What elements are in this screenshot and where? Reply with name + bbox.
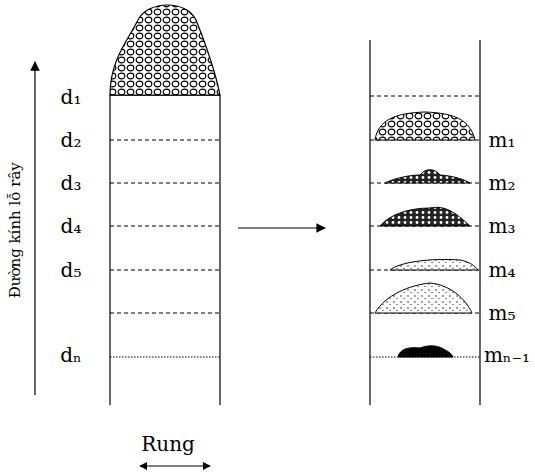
retained-pile — [390, 259, 478, 270]
sieve-size: d₃ — [61, 172, 82, 194]
axis-label: Đường kính lỗ rây — [7, 162, 24, 298]
sieve-size: d₁ — [61, 86, 82, 108]
process-arrow — [238, 227, 325, 228]
retained-mass: m₁ — [489, 129, 516, 151]
sample-pile — [110, 5, 220, 95]
retained-mass: m₄ — [489, 259, 516, 281]
sieve-size: d₅ — [61, 259, 82, 281]
retained-pile — [380, 207, 470, 226]
retained-mass: m₃ — [489, 215, 516, 237]
retained-pile — [385, 170, 470, 183]
sieve-size: d₂ — [61, 129, 82, 151]
retained-pile — [375, 112, 475, 140]
vibration-label: Rung — [141, 433, 195, 455]
right-sieve-stack — [370, 40, 480, 405]
retained-mass: m₅ — [489, 302, 516, 324]
retained-pile — [398, 346, 453, 357]
retained-pile — [375, 283, 472, 313]
retained-mass: m₂ — [489, 172, 516, 194]
vibration-arrow — [140, 466, 210, 467]
size-axis-arrow — [34, 62, 35, 395]
sieve-size: d₄ — [61, 215, 82, 237]
left-sieve-stack — [110, 5, 220, 405]
sieve-size: dₙ — [60, 344, 81, 366]
retained-mass: mₙ₋₁ — [484, 344, 530, 366]
